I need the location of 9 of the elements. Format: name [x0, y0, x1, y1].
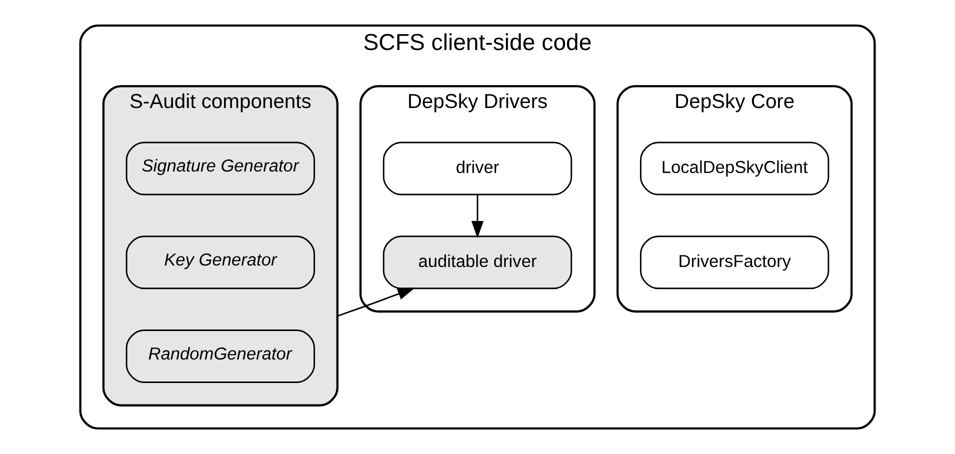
arrow [471, 194, 484, 238]
node-box: driver [382, 142, 572, 196]
node-box: auditable driver [382, 236, 572, 290]
node-box: RandomGenerator [126, 330, 316, 383]
node-box: DriversFactory [640, 236, 830, 290]
node-box: Signature Generator [126, 142, 316, 196]
node-box: Key Generator [126, 236, 316, 290]
arrow [337, 288, 416, 317]
node-box: LocalDepSkyClient [640, 142, 830, 196]
